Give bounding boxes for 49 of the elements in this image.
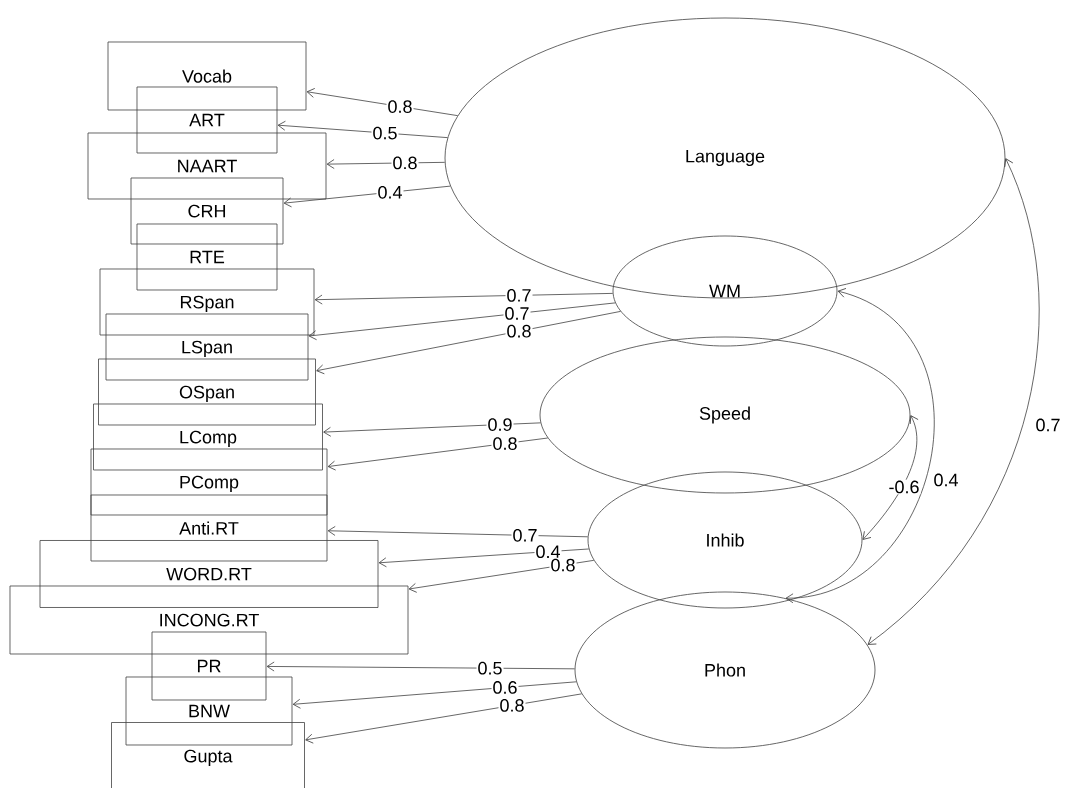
indicator-box: LSpan [105, 313, 309, 381]
indicator-box: RSpan [99, 268, 315, 336]
arrow [408, 559, 595, 593]
indicator-box: RTE [136, 223, 278, 291]
edge-label: 0.8 [386, 99, 414, 114]
arrow [283, 185, 451, 208]
indicator-box: ART [136, 86, 278, 154]
indicator-box: Gupta [111, 722, 305, 788]
edge-label: 0.8 [491, 436, 519, 451]
arrow [862, 415, 919, 540]
indicator-box: CRH [130, 177, 284, 245]
arrow [308, 302, 616, 341]
edge-label: -0.6 [887, 479, 921, 495]
arrow [327, 526, 589, 538]
indicator-box: Vocab [107, 41, 307, 111]
arrow [867, 158, 1040, 645]
indicator-box: INCONG.RT [9, 585, 409, 655]
arrow [305, 693, 583, 744]
edge-label: 0.9 [486, 417, 514, 432]
arrow [378, 548, 590, 568]
indicator-box: BNW [125, 676, 293, 746]
edge-label: 0.4 [932, 472, 960, 488]
arrow [266, 661, 575, 672]
indicator-box: WORD.RT [39, 540, 379, 608]
arrow [316, 311, 621, 375]
arrow [785, 288, 935, 604]
edge-label: 0.7 [511, 527, 539, 543]
edge-label: 0.8 [391, 155, 419, 171]
arrow [327, 437, 549, 471]
edge-label: 0.7 [505, 288, 533, 303]
edge-label: 0.6 [491, 680, 519, 695]
arrow [323, 422, 541, 437]
indicator-box: NAART [87, 132, 327, 200]
edge-label: 0.7 [1034, 417, 1062, 433]
arrow [314, 293, 614, 305]
edge-label: 0.7 [503, 306, 531, 321]
arrow [292, 681, 577, 709]
arrow [277, 120, 448, 139]
indicator-box: PR [151, 631, 267, 701]
edge-label: 0.4 [376, 184, 404, 200]
edge-label: 0.5 [476, 660, 504, 676]
indicator-box: LComp [93, 403, 323, 471]
indicator-box: OSpan [98, 358, 316, 426]
indicator-box: PComp [90, 448, 328, 516]
edge-label: 0.8 [498, 698, 526, 713]
edge-label: 0.8 [505, 323, 533, 339]
arrow [306, 88, 459, 117]
indicator-box: Anti.RT [90, 494, 328, 562]
edge-label: 0.5 [371, 125, 399, 141]
